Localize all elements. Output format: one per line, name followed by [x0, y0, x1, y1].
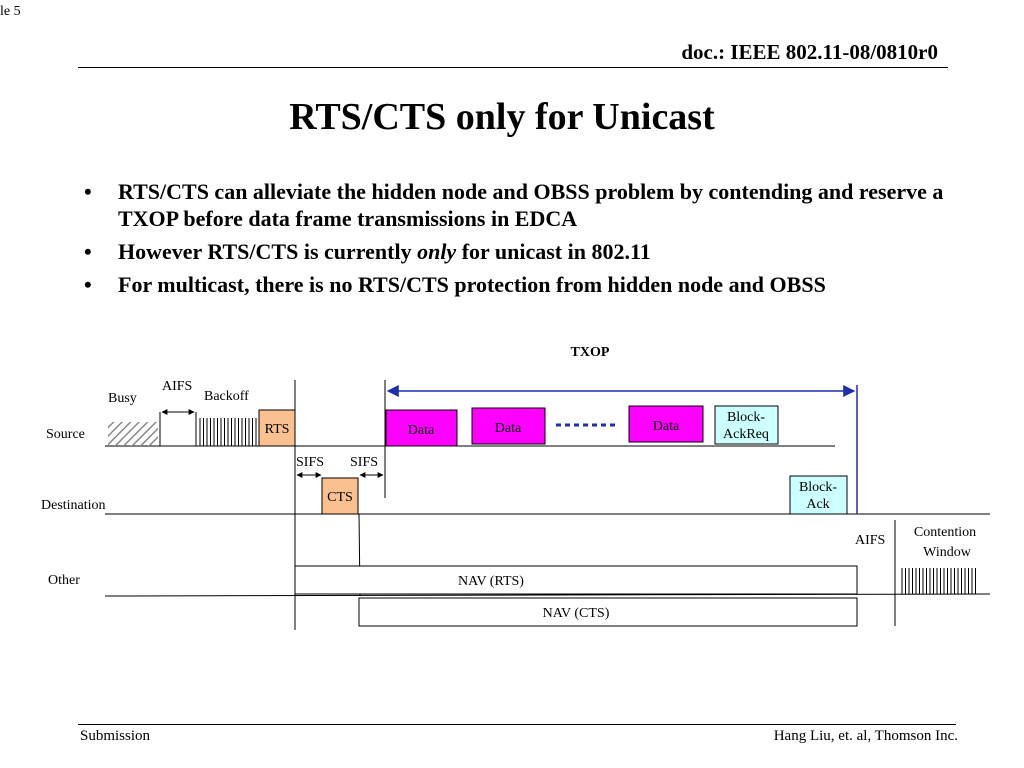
bullet-item: •For multicast, there is no RTS/CTS prot… [84, 272, 826, 297]
data-frame-2-label: Data [495, 421, 522, 436]
bullet-item: •However RTS/CTS is currently only for u… [84, 239, 651, 264]
nav-cts-bar [358, 597, 858, 627]
destination-label: Destination [41, 498, 106, 513]
block-ack-req-frame [714, 405, 779, 445]
other-label: Other [48, 573, 80, 588]
cts-label: CTS [327, 490, 353, 505]
aifs-label: AIFS [162, 379, 192, 394]
slide-title: RTS/CTS only for Unicast [289, 96, 715, 138]
sifs-label-2: SIFS [350, 455, 378, 470]
txop-label: TXOP [571, 345, 610, 360]
block-ack-label-2: Ack [806, 497, 829, 512]
aifs-right-label: AIFS [855, 533, 885, 548]
contention-window-slots [901, 568, 976, 594]
source-label: Source [46, 427, 85, 442]
slide-number: le 5 [0, 4, 21, 19]
block-ack-req-label-1: Block- [727, 410, 765, 425]
bullet-text: However RTS/CTS is currently [118, 239, 418, 264]
nav-cts-label: NAV (CTS) [543, 606, 610, 621]
block-ack-req-label-2: AckReq [723, 427, 769, 442]
backoff-label: Backoff [204, 389, 249, 404]
bullet-list: •RTS/CTS can alleviate the hidden node a… [80, 178, 980, 304]
bullet-text: RTS/CTS can alleviate the hidden node an… [118, 179, 944, 231]
bullet-text: For multicast, there is no RTS/CTS prote… [118, 272, 826, 297]
data-frame-3-label: Data [653, 419, 680, 434]
document-id: doc.: IEEE 802.11-08/0810r0 [681, 40, 938, 64]
data-frame-3 [628, 405, 704, 443]
bullet-emphasis: only [417, 239, 457, 264]
rts-frame [258, 409, 296, 447]
busy-label: Busy [108, 391, 137, 406]
backoff-slots [199, 418, 257, 446]
bullet-item: •RTS/CTS can alleviate the hidden node a… [84, 179, 944, 231]
data-frame-1 [385, 409, 458, 447]
block-ack-label-1: Block- [799, 480, 837, 495]
sifs-label-1: SIFS [296, 455, 324, 470]
contention-window-label-1: Contention [914, 525, 976, 540]
data-frame-2 [471, 407, 546, 445]
cts-frame [321, 477, 359, 515]
nav-rts-bar [294, 565, 858, 595]
contention-window-label-2: Window [923, 545, 972, 560]
nav-rts-label: NAV (RTS) [458, 574, 524, 589]
busy-period [108, 422, 158, 446]
data-frame-1-label: Data [408, 423, 435, 438]
footer-submission: Submission [80, 728, 151, 744]
footer-authors: Hang Liu, et. al, Thomson Inc. [773, 728, 958, 744]
bullet-text: for unicast in 802.11 [456, 239, 651, 264]
footer-divider [78, 724, 956, 725]
block-ack-frame [789, 475, 848, 515]
header-divider [78, 67, 948, 68]
rts-label: RTS [265, 422, 290, 437]
